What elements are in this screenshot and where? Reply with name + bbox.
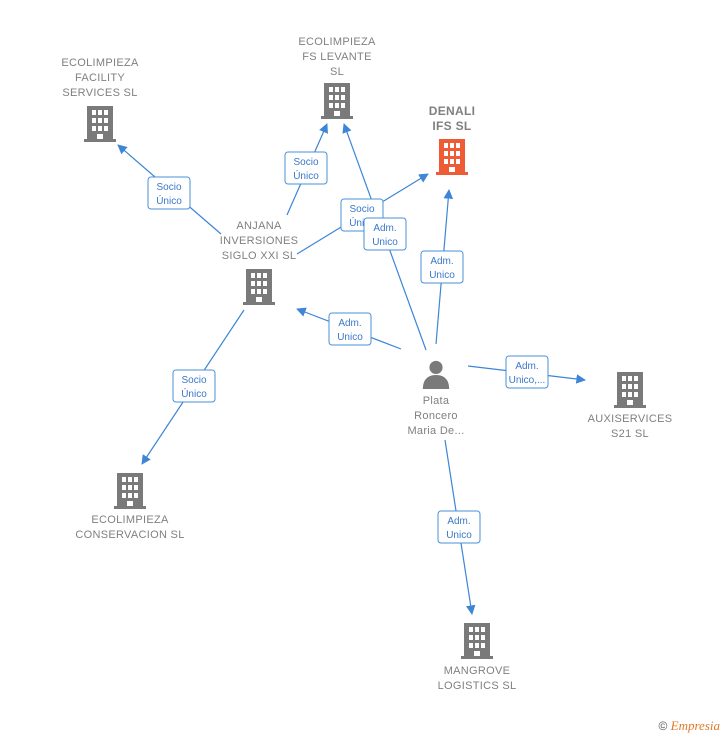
edge-label-text: Unico: [372, 237, 398, 248]
edge-label-text: Unico,...: [509, 375, 546, 386]
node-label-line: MANGROVE: [444, 665, 511, 677]
edge-label-text: Socio: [181, 375, 206, 386]
node-label-line: Roncero: [414, 410, 458, 422]
edge-label-box: [172, 369, 216, 403]
edge-label-box: [437, 510, 481, 544]
copyright-footer: © Empresia: [658, 718, 720, 734]
edge-label-text: Socio: [349, 204, 374, 215]
edge-label-person-denali[interactable]: Adm. Unico: [420, 250, 464, 284]
copyright-icon: ©: [658, 719, 668, 733]
edge-label-text: Único: [293, 169, 319, 182]
building-icon: [321, 83, 353, 119]
building-icon: [84, 106, 116, 142]
edge-label-text: Único: [156, 194, 182, 207]
node-label-line: Maria De...: [407, 425, 464, 437]
edge-label-text: Adm.: [373, 223, 396, 234]
edge-label-text: Unico: [429, 270, 455, 281]
node-label-line: IFS SL: [432, 119, 471, 133]
edge-label-text: Adm.: [430, 256, 453, 267]
node-mangrove[interactable]: MANGROVE LOGISTICS SL: [438, 623, 517, 692]
node-label-line: DENALI: [429, 104, 475, 118]
node-conservacion[interactable]: ECOLIMPIEZA CONSERVACION SL: [75, 473, 184, 541]
node-facility[interactable]: ECOLIMPIEZA FACILITY SERVICES SL: [61, 57, 139, 142]
edge-label-person-levante[interactable]: Adm. Unico: [363, 217, 407, 251]
edge-label-box: [505, 355, 549, 389]
edge-label-text: Socio: [156, 182, 181, 193]
edge-labels-layer: SocioÚnicoSocioÚnicoSocioÚnicoAdm.UnicoA…: [147, 151, 549, 544]
edge-label-text: Adm.: [447, 516, 470, 527]
node-label-line: SIGLO XXI SL: [222, 250, 297, 262]
edge-label-person-auxiservices[interactable]: Adm. Unico,...: [505, 355, 549, 389]
node-auxiservices[interactable]: AUXISERVICES S21 SL: [588, 372, 673, 440]
edge-label-text: Único: [181, 387, 207, 400]
building-icon: [243, 269, 275, 305]
building-icon: [614, 372, 646, 408]
node-label-line: CONSERVACION SL: [75, 529, 184, 541]
node-label-line: Plata: [423, 395, 450, 407]
edge-label-text: Adm.: [515, 361, 538, 372]
edge-label-person-mangrove[interactable]: Adm. Unico: [437, 510, 481, 544]
edge-label-box: [328, 312, 372, 346]
node-label-line: ANJANA: [236, 220, 282, 232]
edge-label-text: Socio: [293, 157, 318, 168]
node-levante[interactable]: ECOLIMPIEZA FS LEVANTE SL: [298, 36, 376, 119]
edge-label-box: [363, 217, 407, 251]
person-icon: [422, 360, 450, 389]
node-label-line: S21 SL: [611, 428, 649, 440]
edge-label-text: Unico: [446, 530, 472, 541]
node-label-line: FS LEVANTE: [302, 51, 371, 63]
edge-label-box: [284, 151, 328, 185]
building-icon: [114, 473, 146, 509]
edge-label-text: Adm.: [338, 318, 361, 329]
node-label-line: ECOLIMPIEZA: [298, 36, 376, 48]
edge-label-person-anjana[interactable]: Adm. Unico: [328, 312, 372, 346]
building-icon: [436, 139, 468, 175]
node-label-line: SL: [330, 66, 344, 78]
node-anjana[interactable]: ANJANA INVERSIONES SIGLO XXI SL: [220, 220, 299, 305]
node-label-line: LOGISTICS SL: [438, 680, 517, 692]
node-label-line: AUXISERVICES: [588, 413, 673, 425]
edge-label-text: Unico: [337, 332, 363, 343]
edge-label-box: [147, 176, 191, 210]
node-label-line: INVERSIONES: [220, 235, 299, 247]
node-label-line: ECOLIMPIEZA: [61, 57, 139, 69]
node-label-line: FACILITY: [75, 72, 125, 84]
brand-logo[interactable]: Empresia: [670, 718, 720, 733]
edge-label-box: [420, 250, 464, 284]
node-label-line: ECOLIMPIEZA: [91, 514, 169, 526]
node-label-line: SERVICES SL: [62, 87, 137, 99]
building-icon: [461, 623, 493, 659]
